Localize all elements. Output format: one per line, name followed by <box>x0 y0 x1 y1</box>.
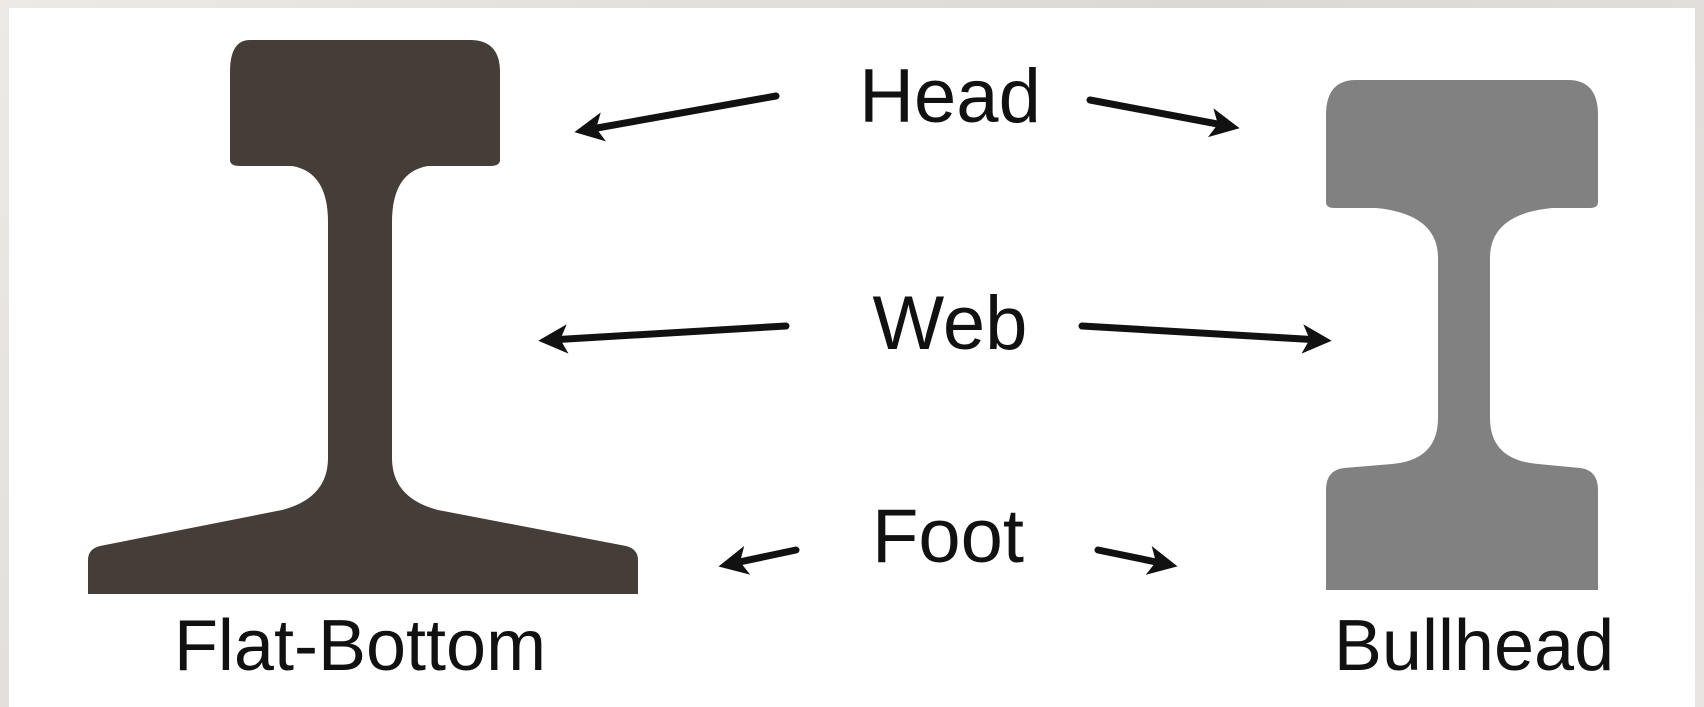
bullhead-rail-shape <box>1326 80 1598 590</box>
head-label: Head <box>859 54 1041 139</box>
foot-right-arrow <box>1094 546 1178 575</box>
head-left-arrow <box>574 92 780 142</box>
foot-label: Foot <box>872 494 1024 579</box>
flat-bottom-label: Flat-Bottom <box>174 606 546 686</box>
web-left-arrow <box>538 322 790 354</box>
foot-left-arrow <box>718 545 800 575</box>
bullhead-label: Bullhead <box>1334 606 1614 686</box>
head-right-arrow <box>1086 96 1240 138</box>
web-label: Web <box>873 281 1028 366</box>
flat-bottom-rail-shape <box>88 40 638 594</box>
web-right-arrow <box>1078 322 1332 354</box>
